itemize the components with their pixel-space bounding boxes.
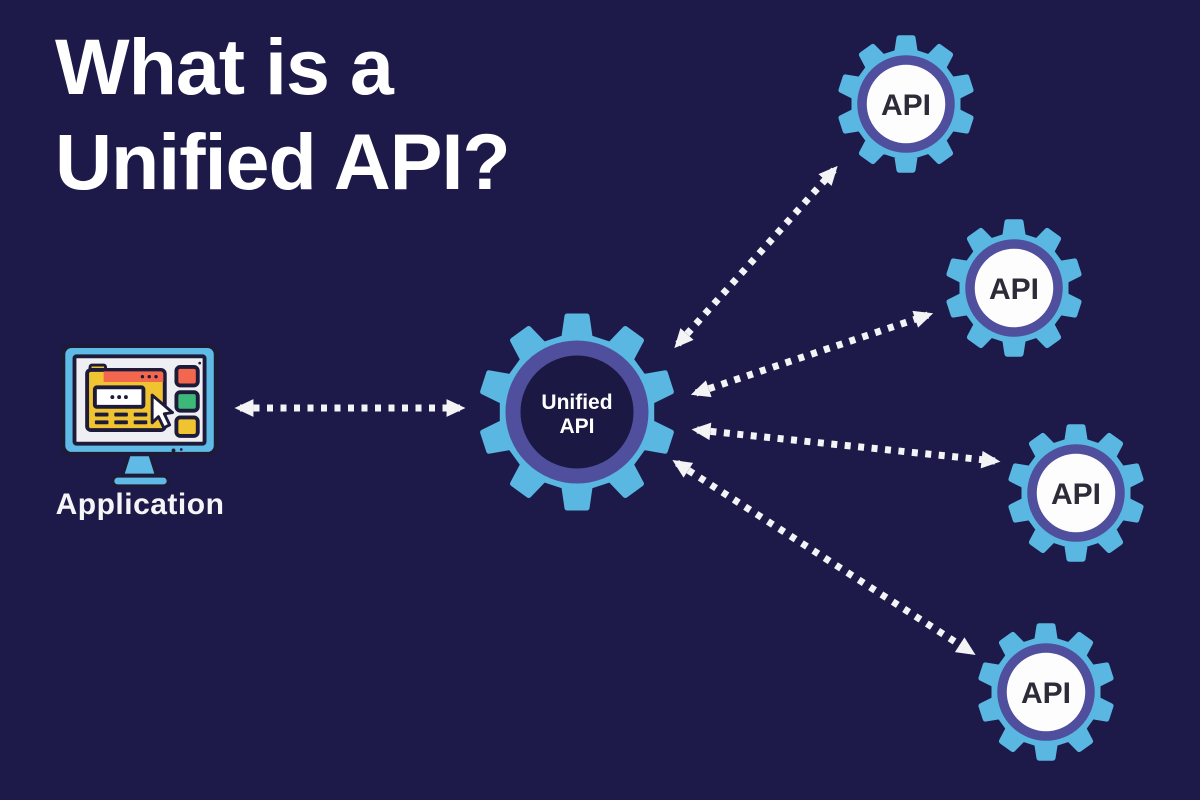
cursor-icon [150,393,174,430]
api-label: API [881,89,931,122]
unified-api-label-line2: API [559,415,594,438]
unified-api-gear: Unified API [480,313,674,511]
api-gear-1: API [838,35,974,173]
page-title: What is a Unified API? [55,20,511,210]
connector-api-1-arrow [674,165,838,349]
gear-ring [505,340,649,484]
button-green [174,390,200,413]
api-gear-3: API [1008,424,1144,562]
connector-api-4-arrow [672,460,976,655]
address-bar-dots [110,395,128,400]
api-gear-2: API [946,219,1082,357]
button-red [174,365,200,388]
computer-monitor-icon [60,343,219,489]
api-label: API [1051,478,1101,511]
api-label: API [989,273,1039,306]
decorative-dots [171,361,202,453]
browser-titlebar [103,371,164,383]
api-label: API [1021,677,1071,710]
gear-ring [857,55,955,153]
button-yellow [174,415,200,438]
gear-ring [1027,444,1125,542]
connector-api-3-arrow [691,422,1001,469]
connector-api-2-arrow [690,310,934,398]
titlebar-dots [140,375,158,379]
monitor-base [110,473,171,489]
title-line-2: Unified API? [55,116,511,206]
title-line-1: What is a [55,22,394,111]
gear-ring [965,239,1063,337]
unified-api-label-line1: Unified [541,391,612,414]
application-node: Application [56,340,224,521]
gear-ring [997,643,1095,741]
application-label: Application [55,488,225,521]
content-lines [94,412,148,425]
api-gear-4: API [978,623,1114,761]
